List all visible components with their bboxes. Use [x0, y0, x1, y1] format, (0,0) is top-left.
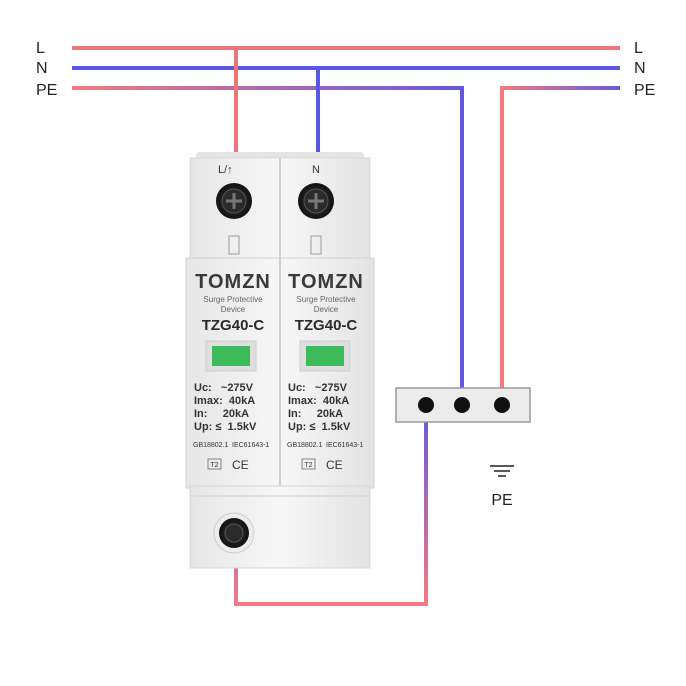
standard-gb: GB18802.1 — [287, 442, 323, 449]
device-subtitle: Device — [221, 305, 246, 314]
terminal-slot — [228, 235, 240, 255]
class-tag: T2 — [304, 462, 312, 469]
label-l-right: L — [634, 40, 643, 57]
ground-return-wire — [234, 406, 428, 606]
spec-uc: Uc: ~275V — [288, 382, 348, 394]
label-pe-right: PE — [634, 82, 655, 99]
terminal-hole — [418, 397, 434, 413]
label-l-left: L — [36, 40, 45, 57]
status-indicator-green — [212, 346, 250, 366]
line-pe-left — [72, 86, 464, 388]
label-n-right: N — [634, 60, 646, 77]
label-n-left: N — [36, 60, 48, 77]
label-pe-left: PE — [36, 82, 57, 99]
class-tag-box — [207, 458, 222, 470]
device-subtitle: Surge Protective — [296, 295, 356, 304]
standard-iec: IEC61643-1 — [326, 442, 363, 449]
terminal-label-l: L/↑ — [218, 164, 233, 176]
ground-terminal-screw-icon — [213, 512, 255, 554]
status-indicator-green — [306, 346, 344, 366]
spec-in: In: 20kA — [288, 408, 343, 420]
module-left: TOMZN Surge Protective Device TZG40-C Uc… — [193, 271, 271, 472]
device-subtitle: Surge Protective — [203, 295, 263, 304]
class-tag: T2 — [210, 462, 218, 469]
standard-gb: GB18802.1 — [193, 442, 229, 449]
model-number: TZG40-C — [295, 317, 358, 334]
spec-uc: Uc: ~275V — [194, 382, 254, 394]
screw-icon — [298, 183, 334, 219]
spec-imax: Imax: 40kA — [194, 395, 255, 407]
ground-label: PE — [491, 492, 512, 509]
spec-in: In: 20kA — [194, 408, 249, 420]
brand-logo: TOMZN — [288, 271, 364, 293]
line-pe-right — [500, 86, 620, 388]
terminal-slot — [310, 235, 322, 255]
terminal-label-n: N — [312, 164, 320, 176]
device-subtitle: Device — [314, 305, 339, 314]
screw-icon — [216, 183, 252, 219]
class-tag-box — [301, 458, 316, 470]
bus-lines — [72, 46, 620, 606]
spec-up: Up: ≤ 1.5kV — [288, 421, 351, 433]
brand-logo: TOMZN — [195, 271, 271, 293]
spec-imax: Imax: 40kA — [288, 395, 349, 407]
model-number: TZG40-C — [202, 317, 265, 334]
spec-up: Up: ≤ 1.5kV — [194, 421, 257, 433]
ce-mark: CE — [232, 458, 249, 472]
standard-iec: IEC61643-1 — [232, 442, 269, 449]
terminal-hole — [454, 397, 470, 413]
ce-mark: CE — [326, 458, 343, 472]
earth-terminal-block — [395, 387, 531, 423]
terminal-hole — [494, 397, 510, 413]
module-right: TOMZN Surge Protective Device TZG40-C Uc… — [287, 271, 364, 472]
ground-icon — [490, 465, 514, 477]
surge-protective-device: L/↑ N TOMZN Surge Protective Device TZG4… — [185, 152, 375, 569]
